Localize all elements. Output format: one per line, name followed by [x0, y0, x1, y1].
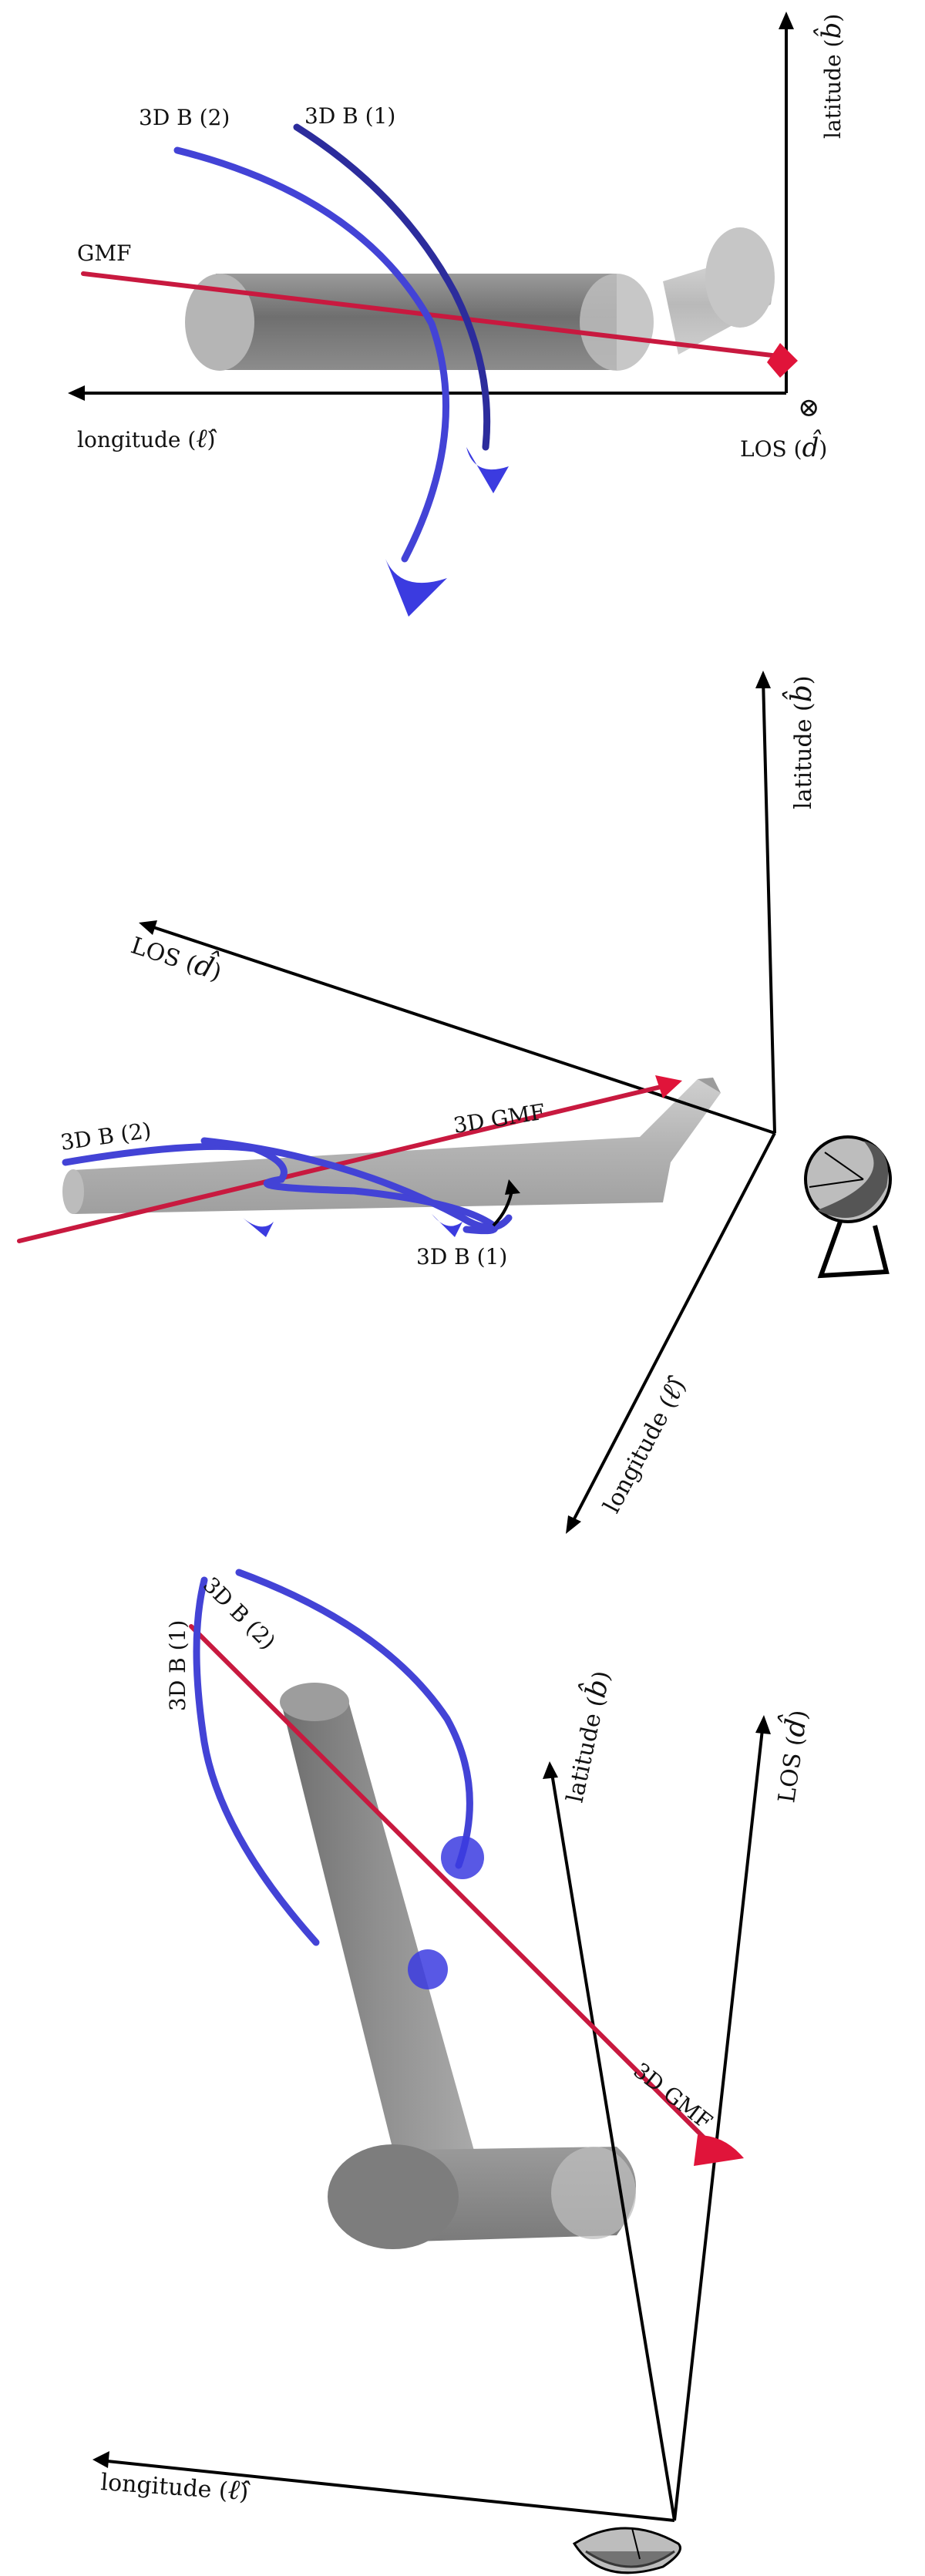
longitude-arrow-icon [92, 2451, 109, 2468]
los-arrow-icon [755, 1715, 771, 1734]
label-gmf: 3D GMF [629, 2058, 718, 2135]
latitude-axis [762, 678, 776, 1134]
label-b1: 3D B (1) [165, 1620, 190, 1711]
label-gmf: GMF [77, 240, 131, 266]
label-longitude: longitude (ℓ̂) [77, 423, 217, 454]
cone-arrowhead-icon [408, 1949, 448, 1989]
diagram-middle: 3D B (2) 3D B (1) 3D GMF LOS (d̂) latitu… [17, 671, 892, 1534]
tube-structure [280, 1683, 636, 2249]
cone-arrowhead-icon [243, 1218, 274, 1237]
longitude-arrow-icon [566, 1515, 581, 1534]
latitude-arrow-icon [755, 671, 771, 688]
radio-telescope-icon [804, 1135, 892, 1279]
latitude-arrow-icon [543, 1761, 558, 1779]
label-latitude: latitude (b̂) [554, 1667, 617, 1805]
latitude-arrow-icon [779, 12, 794, 29]
gmf-line [189, 1624, 719, 2153]
latitude-axis [550, 1768, 676, 2521]
diagram-top: 3D B (2) 3D B (1) GMF longitude (ℓ̂) ⊗ L… [68, 12, 847, 617]
diagram-bottom: 3D B (2) 3D B (1) 3D GMF latitude (b̂) L… [92, 1569, 814, 2574]
longitude-axis [569, 1132, 776, 1527]
label-latitude: latitude (b̂) [814, 14, 847, 139]
gmf-line [17, 1082, 673, 1243]
cone-arrowhead-icon [694, 2135, 744, 2166]
tube-structure [185, 227, 775, 371]
cone-arrowhead-icon [432, 1214, 462, 1237]
curl-arrow-icon [505, 1179, 520, 1195]
label-b1: 3D B (1) [416, 1244, 507, 1270]
los-axis [146, 923, 775, 1135]
label-longitude: longitude (ℓ̂) [595, 1370, 693, 1518]
gmf-line [81, 271, 781, 358]
label-los: LOS (d̂) [740, 430, 827, 463]
label-b2: 3D B (2) [139, 105, 230, 130]
cone-arrowhead-icon [385, 559, 447, 617]
cone-arrowhead-icon [767, 343, 798, 378]
panel-top-view: 3D B (2) 3D B (1) GMF longitude (ℓ̂) ⊗ L… [0, 0, 925, 647]
label-gmf: 3D GMF [452, 1099, 547, 1138]
b-field-line-1 [200, 1137, 513, 1231]
b-field-line-1 [293, 123, 491, 451]
cone-arrowhead-icon [441, 1836, 484, 1879]
tube-structure [62, 1078, 721, 1214]
longitude-arrow-icon [68, 385, 85, 401]
cone-arrowhead-icon [655, 1075, 682, 1098]
cone-arrowhead-icon [466, 447, 509, 493]
label-longitude: longitude (ℓ̂) [99, 2465, 251, 2507]
b-field-line-2 [62, 1142, 499, 1235]
los-marker-icon: ⊗ [798, 392, 820, 423]
radio-telescope-icon [572, 2527, 681, 2574]
panel-middle-view: 3D B (2) 3D B (1) 3D GMF LOS (d̂) latitu… [0, 647, 925, 1549]
longitude-axis [99, 2459, 675, 2522]
label-b1: 3D B (1) [304, 103, 395, 129]
panel-bottom-view: 3D B (2) 3D B (1) 3D GMF latitude (b̂) L… [0, 1549, 925, 2576]
label-los: LOS (d̂) [766, 1707, 814, 1804]
b-field-line-1 [193, 1576, 320, 1946]
b-field-line-2 [235, 1569, 473, 1869]
los-axis [673, 1722, 765, 2521]
los-arrow-icon [139, 920, 157, 935]
b-field-line-2 [173, 146, 450, 563]
label-latitude: latitude (b̂) [782, 676, 818, 809]
